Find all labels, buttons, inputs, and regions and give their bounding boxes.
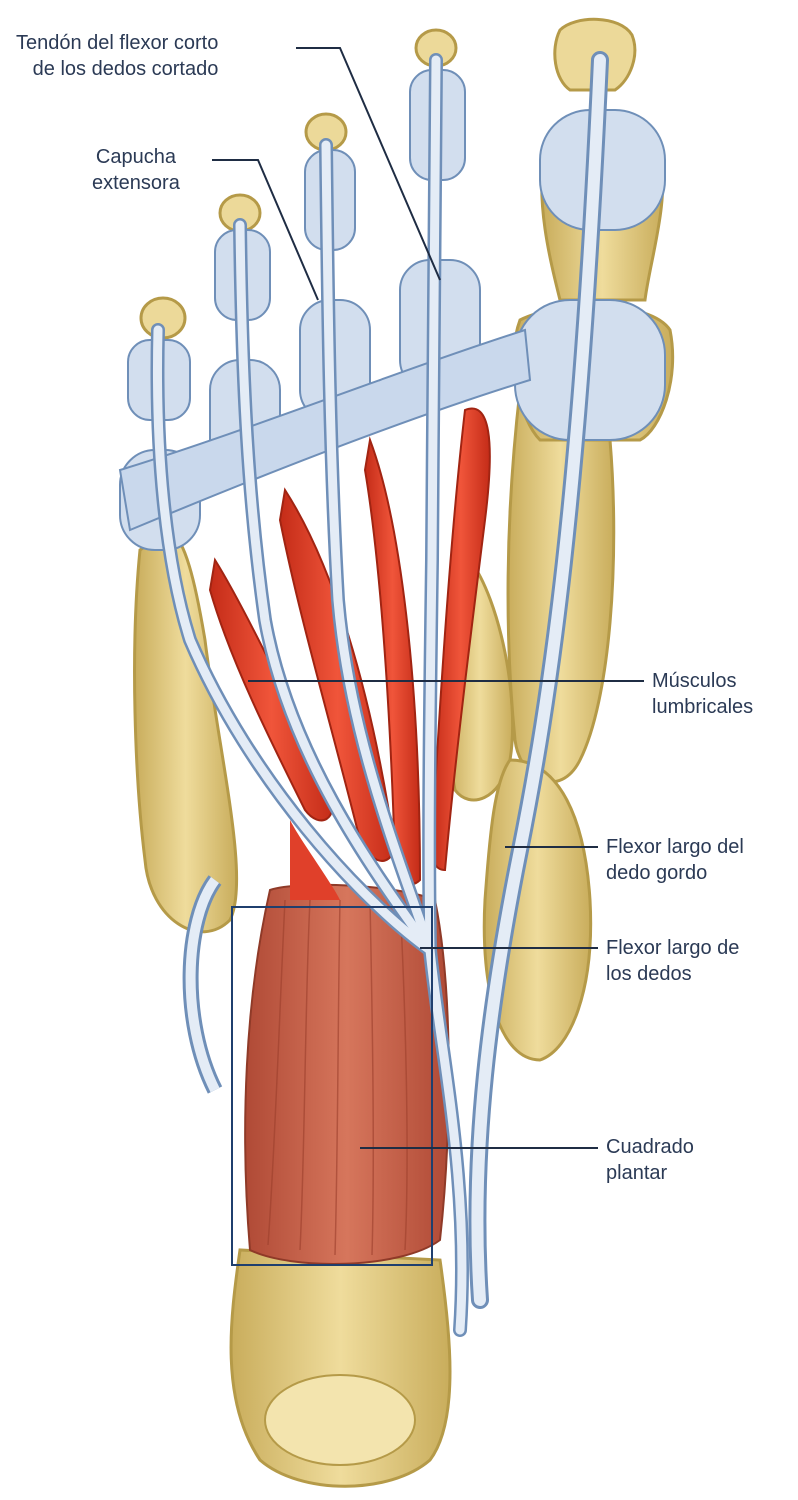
leader-tendon-flexor-corto — [296, 47, 441, 281]
label-flexor-largo-dedos: Flexor largo de los dedos — [606, 937, 740, 985]
leader-lines — [212, 47, 644, 1149]
calcaneus-bone — [229, 1248, 452, 1488]
flexor-hallucis-longus-tendon — [468, 51, 609, 1309]
flexor-digitorum-longus-tendons — [150, 53, 470, 1337]
flexor-digitorum-brevis-stump — [290, 820, 340, 900]
label-flexor-largo-dedo-gordo: Flexor largo del dedo gordo — [606, 836, 744, 884]
label-capucha-extensora: Capucha extensora — [92, 146, 180, 194]
quadratus-fibers — [267, 899, 408, 1256]
label-cuadrado-plantar: Cuadrado plantar — [606, 1136, 694, 1184]
quadratus-highlight-frame — [231, 906, 433, 1266]
leader-capucha-extensora — [212, 159, 319, 301]
medial-tendon-sheath — [182, 875, 223, 1094]
label-musculos-lumbricales: Músculos lumbricales — [652, 670, 754, 718]
label-tendon-flexor-corto: Tendón del flexor corto de los dedos cor… — [16, 32, 219, 80]
